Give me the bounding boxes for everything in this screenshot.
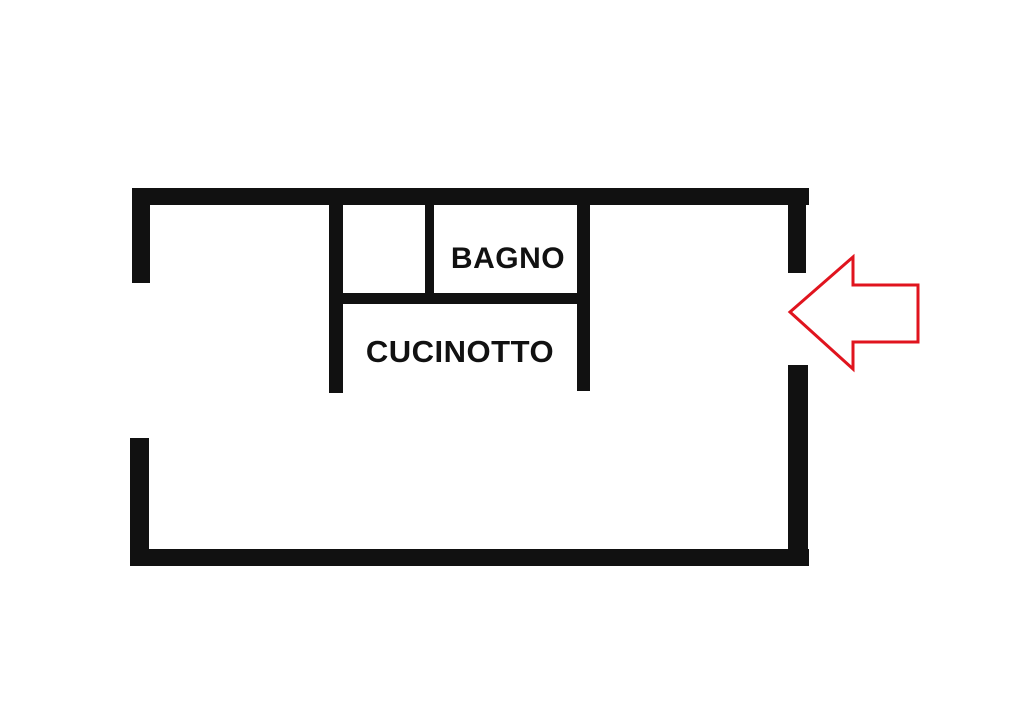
entrance-arrow-icon (787, 253, 920, 373)
bathroom-label: BAGNO (451, 242, 565, 275)
wall-left-upper (132, 188, 150, 283)
partition-horizontal (331, 293, 590, 304)
wall-right-upper (788, 188, 806, 273)
kitchenette-label: CUCINOTTO (366, 334, 554, 369)
wall-right-lower (788, 365, 808, 566)
wall-top (132, 188, 809, 205)
interior-walls (329, 198, 590, 393)
wall-bottom (130, 549, 809, 566)
partition-closet (425, 198, 434, 300)
outer-walls (130, 188, 809, 566)
wall-left-lower (130, 438, 149, 566)
